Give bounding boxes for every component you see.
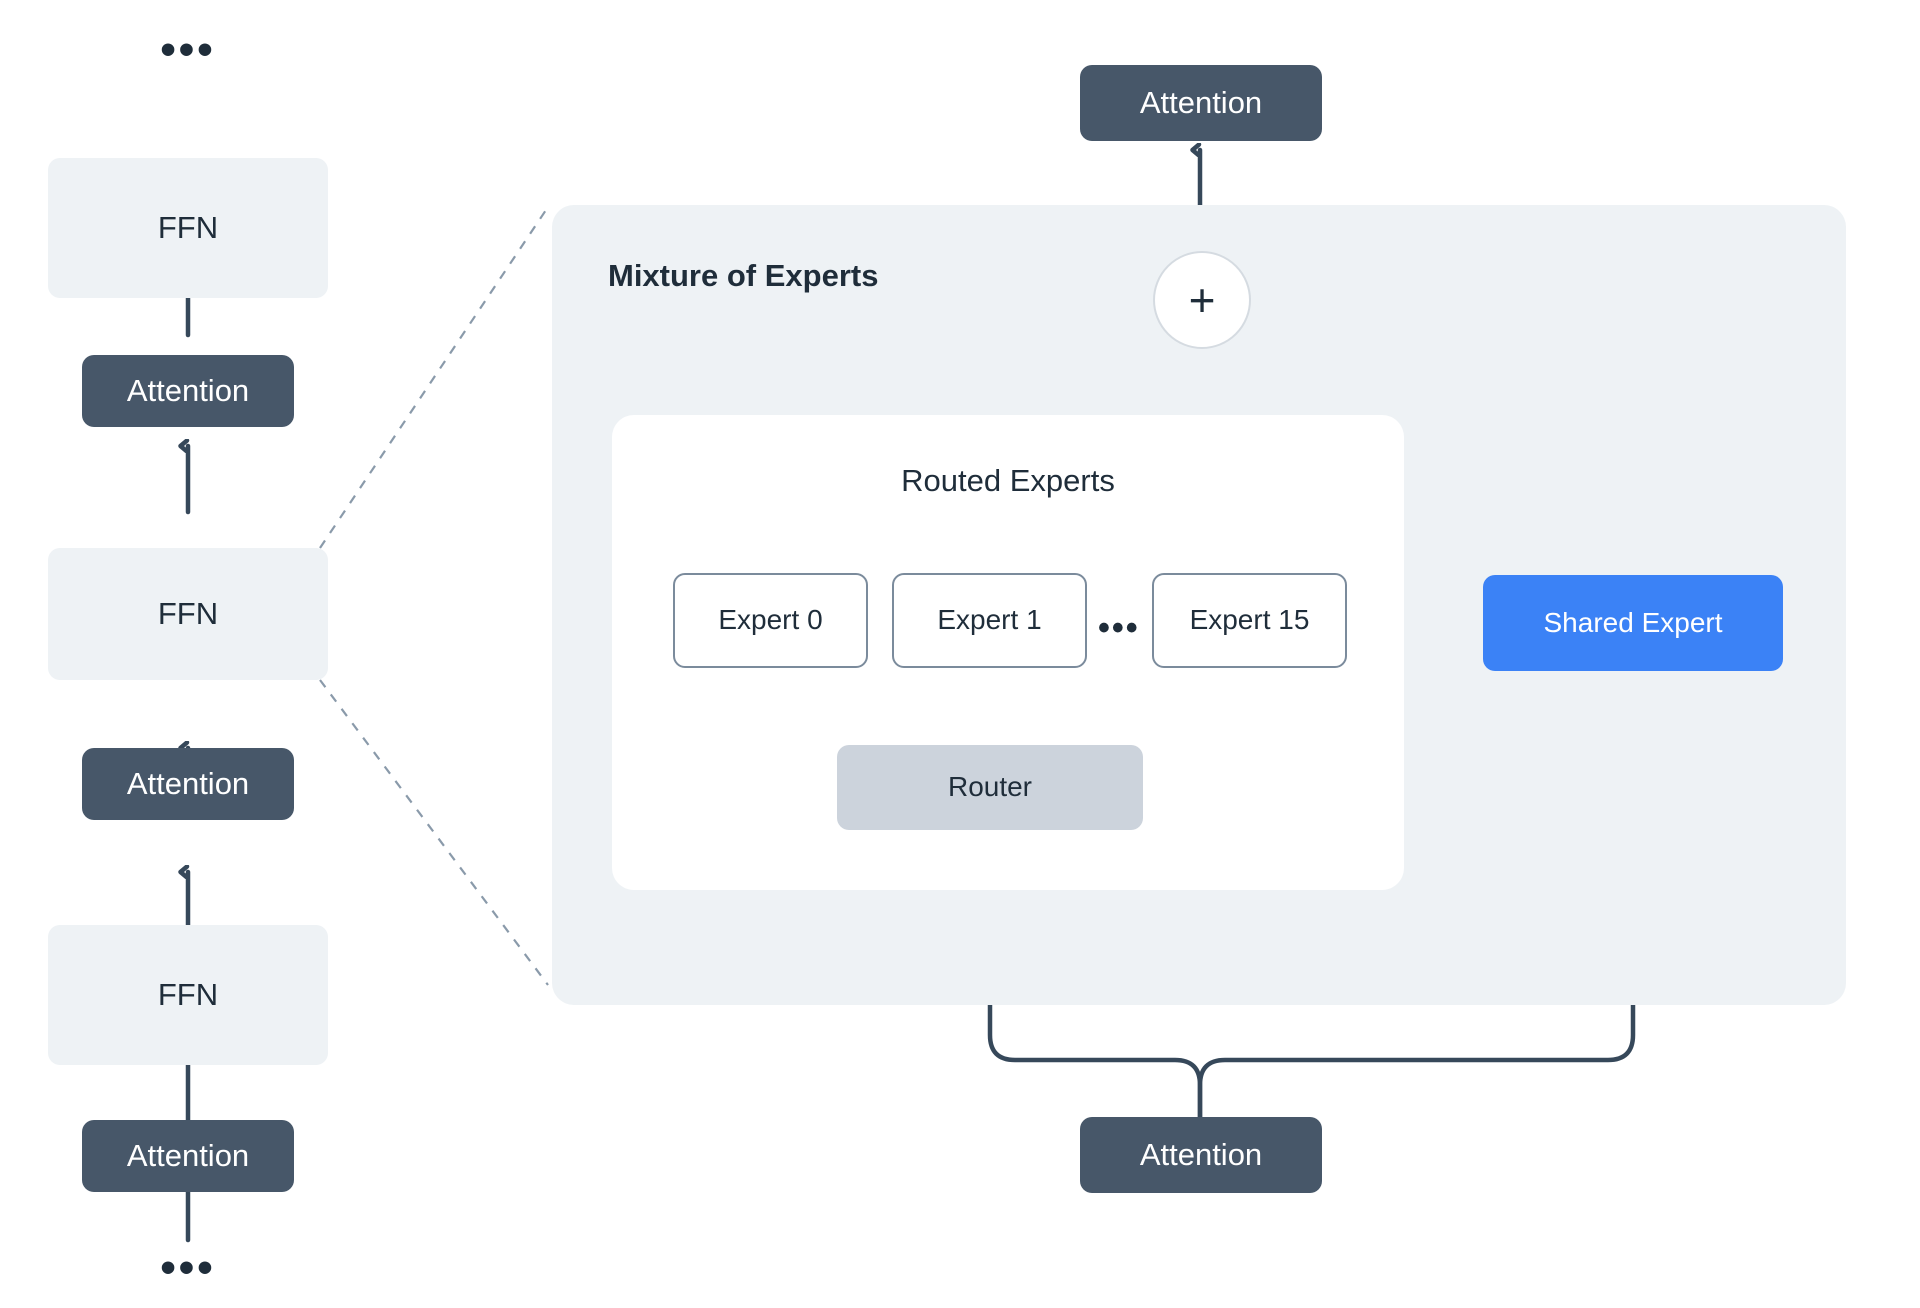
router-box[interactable]: Router: [837, 745, 1143, 830]
sum-node[interactable]: +: [1153, 251, 1251, 349]
left-stack-ffn-top[interactable]: FFN: [48, 158, 328, 298]
routed-experts-title: Routed Experts: [901, 463, 1115, 498]
left-stack-attention-top[interactable]: Attention: [82, 355, 294, 427]
left-stack-attention-middle[interactable]: Attention: [82, 748, 294, 820]
left-stack-ffn-bottom[interactable]: FFN: [48, 925, 328, 1065]
left-stack-top-ellipsis: •••: [160, 25, 216, 75]
expert-box-0[interactable]: Expert 0: [673, 573, 868, 668]
expert-box-15[interactable]: Expert 15: [1152, 573, 1347, 668]
left-stack-ffn-middle[interactable]: FFN: [48, 548, 328, 680]
expert-box-1[interactable]: Expert 1: [892, 573, 1087, 668]
expert-list-ellipsis: •••: [1098, 609, 1140, 647]
left-stack-bottom-ellipsis: •••: [160, 1243, 216, 1293]
left-stack-attention-bottom[interactable]: Attention: [82, 1120, 294, 1192]
callout-line-bottom: [319, 679, 549, 986]
shared-expert-box[interactable]: Shared Expert: [1483, 575, 1783, 671]
moe-input-attention[interactable]: Attention: [1080, 1117, 1322, 1193]
moe-output-attention[interactable]: Attention: [1080, 65, 1322, 141]
mixture-of-experts-title: Mixture of Experts: [608, 258, 879, 293]
callout-line-top: [319, 206, 549, 549]
